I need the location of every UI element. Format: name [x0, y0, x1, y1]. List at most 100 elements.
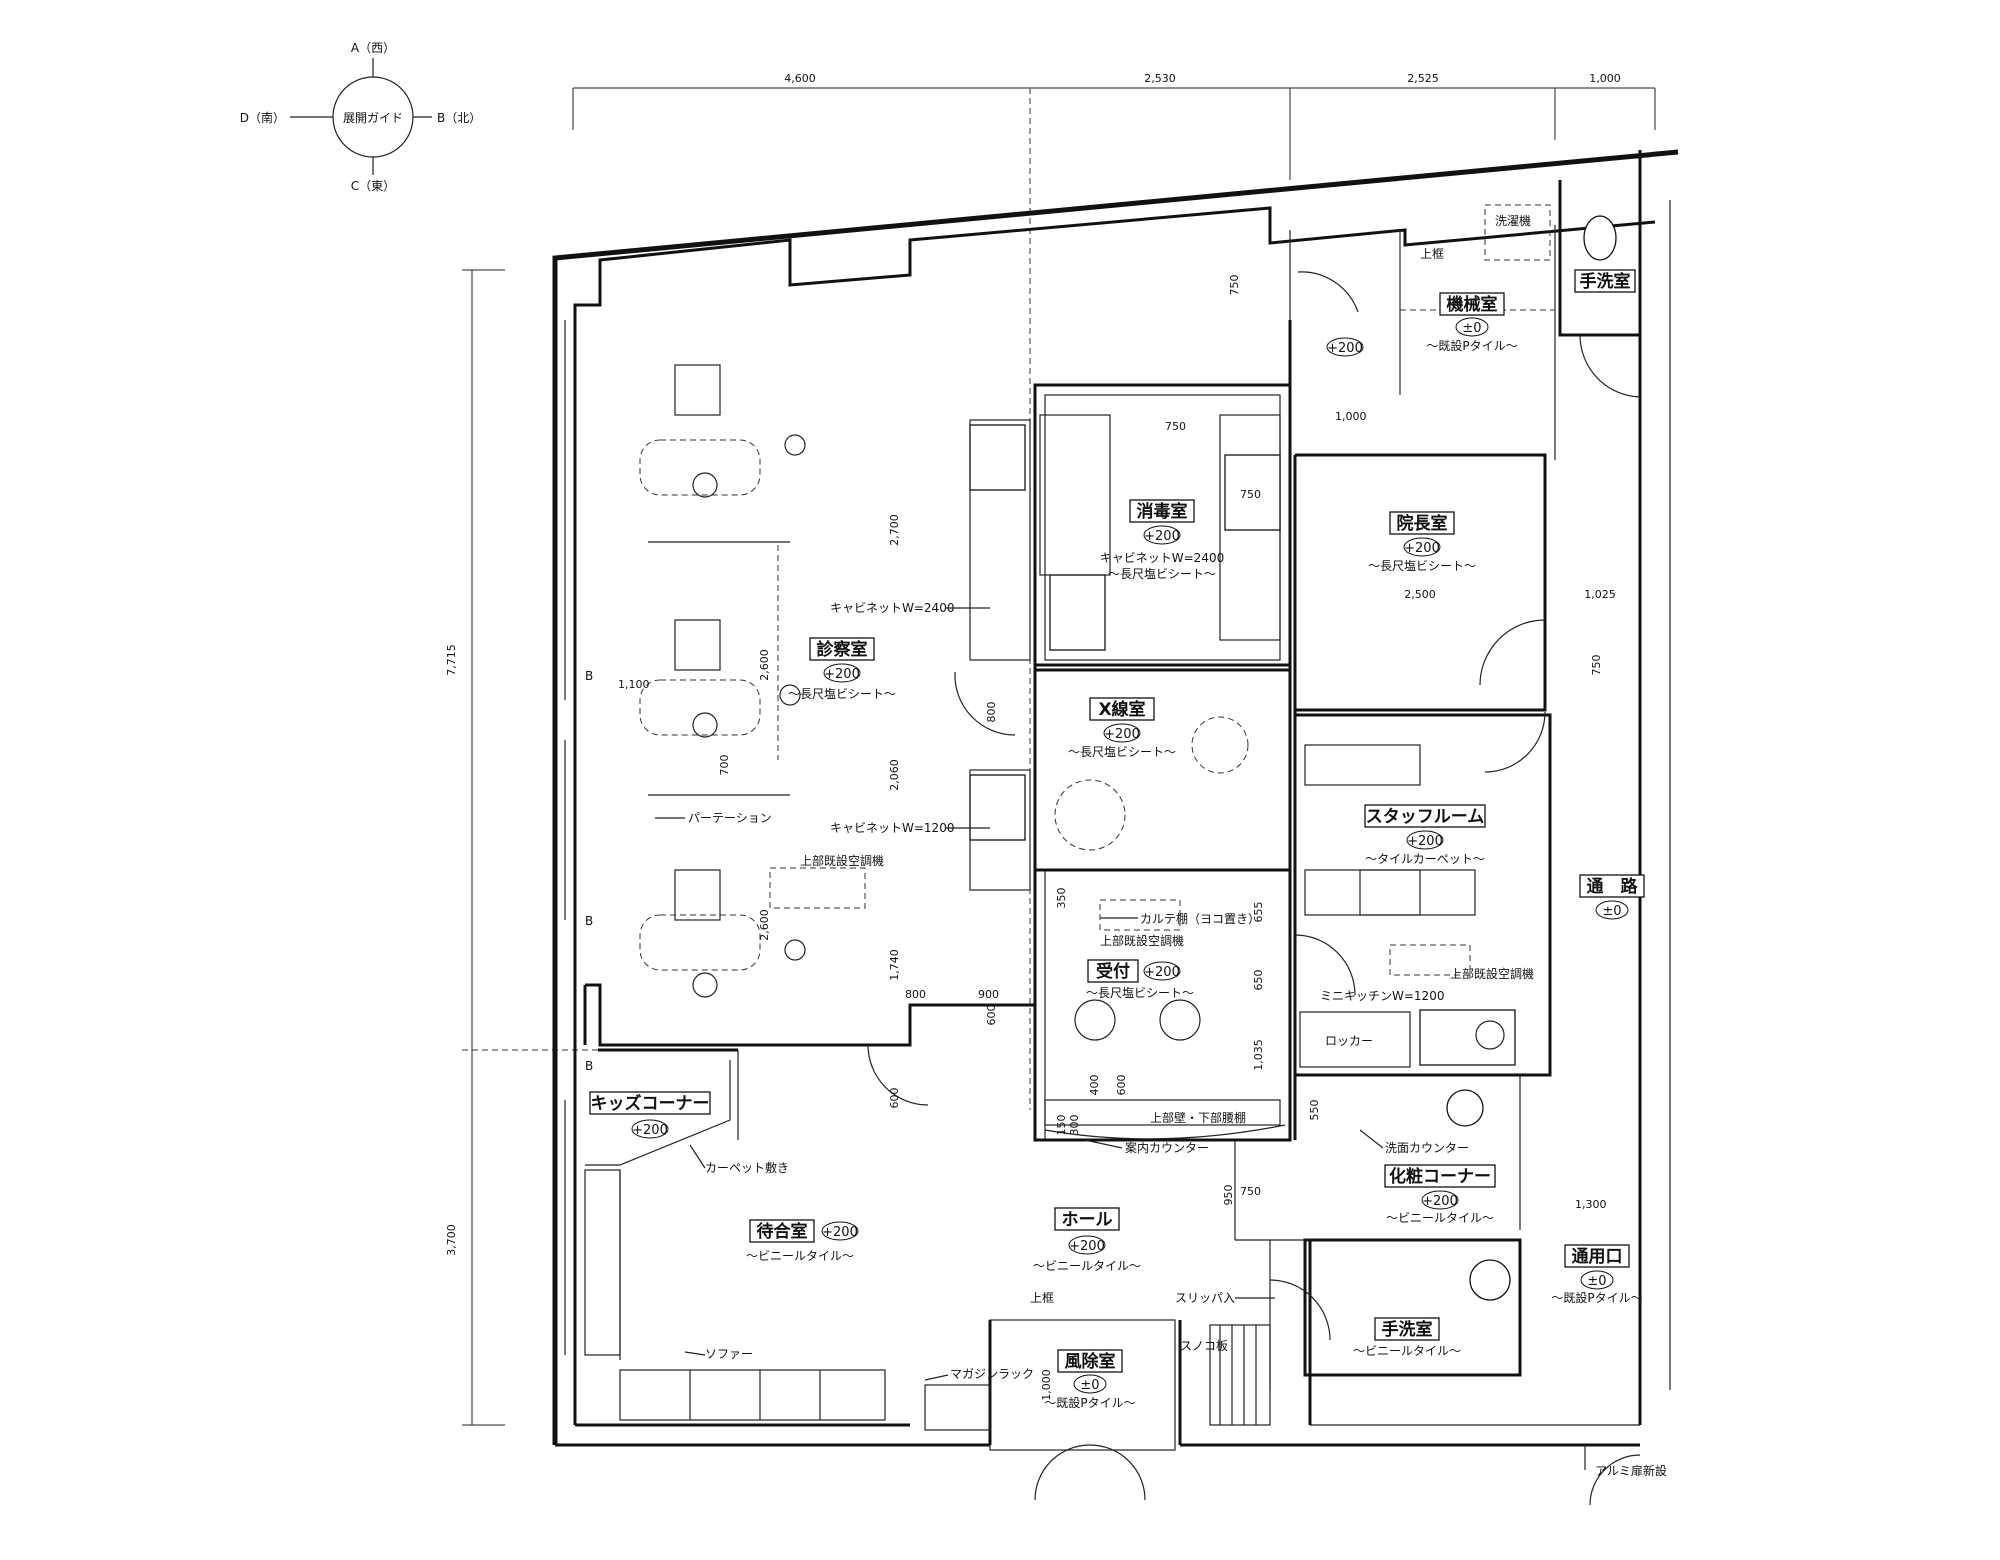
- dim-label: 2,600: [758, 649, 771, 681]
- note-sentakuki: 洗濯機: [1495, 213, 1531, 228]
- note-cabinet-2400: キャビネットW=2400: [830, 601, 954, 615]
- room-machiai: 待合室 +200 ～ビニールタイル～: [746, 1219, 859, 1263]
- interior-dimensions: 750 750 750 750 750 1,000 2,500 1,025 2,…: [618, 275, 1616, 1401]
- xray-machine-icon: [1054, 779, 1126, 851]
- section-mark-b: B: [585, 669, 593, 683]
- room-labels: 診察室 +200 ～長尺塩ビシート～ 消毒室 +200 キャビネットW=2400…: [589, 269, 1645, 1410]
- note-guide-counter: 案内カウンター: [1125, 1140, 1209, 1155]
- dim-label: 600: [985, 1005, 998, 1026]
- room-kesho: 化粧コーナー +200 ～ビニールタイル～: [1384, 1164, 1496, 1225]
- dim-label: 2,500: [1404, 588, 1436, 601]
- note-alumi: アルミ扉新設: [1595, 1463, 1667, 1478]
- room-shinsatsu: 診察室 +200 ～長尺塩ビシート～: [788, 637, 896, 701]
- basin-icon: [1446, 1089, 1484, 1127]
- room-level: ±0: [1587, 1274, 1606, 1289]
- room-level: +200: [1104, 727, 1140, 742]
- note-sofa: ソファー: [705, 1347, 753, 1361]
- dim-top-3: 2,525: [1407, 72, 1439, 85]
- annotations: キャビネットW=2400 キャビネットW=1200 パーテーション 上部既設空調…: [655, 204, 1667, 1478]
- room-name: 手洗室: [1382, 1319, 1433, 1340]
- room-tsuro: 通 路 ±0: [1579, 874, 1645, 920]
- dim-label: 750: [1228, 275, 1241, 296]
- room-xray: X線室 +200 ～長尺塩ビシート～: [1068, 697, 1176, 759]
- room-finish: ～ビニールタイル～: [1033, 1259, 1141, 1273]
- dim-label: 300: [1068, 1115, 1081, 1136]
- room-level: ±0: [1462, 321, 1481, 336]
- dim-label: 1,035: [1252, 1039, 1265, 1071]
- dim-label: 1,100: [618, 678, 650, 691]
- room-kikai: 機械室 ±0 ～既設Pタイル～: [1426, 292, 1518, 353]
- note-aircon-reception: 上部既設空調機: [1100, 933, 1184, 948]
- room-name: 受付: [1096, 961, 1130, 982]
- toilet-icon: [1469, 1259, 1511, 1301]
- dim-label: 655: [1252, 902, 1265, 923]
- dim-label: 2,060: [888, 759, 901, 791]
- sink-icon: [1224, 454, 1281, 531]
- room-tsuyoguchi: 通用口 ±0 ～既設Pタイル～: [1551, 1244, 1643, 1305]
- note-locker: ロッカー: [1325, 1034, 1373, 1048]
- dim-label: 1,000: [1040, 1369, 1053, 1401]
- compass-guide: 展開ガイド A（西） B（北） C（東） D（南）: [240, 41, 481, 193]
- compass-d-label: D（南）: [240, 110, 285, 125]
- room-level: +200: [1422, 1194, 1458, 1209]
- section-mark-b: B: [585, 914, 593, 928]
- note-aircon-left: 上部既設空調機: [800, 853, 884, 868]
- compass-b-label: B（北）: [437, 111, 481, 125]
- top-dimensions: 4,600 2,530 2,525 1,000: [572, 72, 1656, 1110]
- dim-label: 1,025: [1584, 588, 1616, 601]
- dim-label: 350: [1055, 888, 1068, 909]
- dim-label: 650: [1252, 970, 1265, 991]
- sunoko-board-icon: [1209, 1324, 1271, 1426]
- room-uketsuke: 受付 +200 ～長尺塩ビシート～: [1086, 959, 1194, 1000]
- dim-label: 2,600: [758, 909, 771, 941]
- room-level: +200: [1404, 541, 1440, 556]
- note-wash-counter: 洗面カウンター: [1385, 1141, 1469, 1155]
- room-finish: ～長尺塩ビシート～: [1086, 985, 1194, 1000]
- room-level: +200: [1327, 341, 1363, 356]
- toilet-icon: [1583, 215, 1617, 261]
- dim-label: 750: [1590, 655, 1603, 676]
- room-fujo: 風除室 ±0 ～既設Pタイル～: [1044, 1349, 1136, 1410]
- dim-label: 800: [985, 702, 998, 723]
- note-karte: カルテ棚（ヨコ置き）: [1140, 911, 1260, 926]
- room-hall: ホール +200 ～ビニールタイル～: [1033, 1207, 1141, 1273]
- dim-label: 400: [1088, 1075, 1101, 1096]
- exterior-walls: [552, 149, 1679, 1447]
- room-name: 診察室: [817, 639, 868, 660]
- room-shodoku: 消毒室 +200 キャビネットW=2400 ～長尺塩ビシート～: [1100, 499, 1224, 581]
- room-level: +200: [1069, 1239, 1105, 1254]
- dim-label: 1,000: [1335, 410, 1367, 423]
- compass-center-label: 展開ガイド: [343, 111, 403, 125]
- dim-label: 550: [1308, 1100, 1321, 1121]
- dim-label: 900: [978, 988, 999, 1001]
- dental-chairs: [639, 364, 806, 998]
- room-name: 機械室: [1447, 294, 1498, 315]
- room-finish: ～長尺塩ビシート～: [1108, 566, 1216, 581]
- note-slipper: スリッパ入: [1175, 1291, 1235, 1305]
- dim-label: 950: [1222, 1185, 1235, 1206]
- room-finish: ～ビニールタイル～: [746, 1249, 854, 1263]
- dim-label: 600: [888, 1088, 901, 1109]
- room-finish: ～既設Pタイル～: [1551, 1290, 1642, 1305]
- dim-top-2: 2,530: [1144, 72, 1176, 85]
- note-sunoko: スノコ板: [1180, 1339, 1228, 1353]
- dim-label: 1,300: [1575, 1198, 1607, 1211]
- note-wall-shelf: 上部壁・下部腰棚: [1150, 1110, 1246, 1125]
- room-name: ホール: [1062, 1210, 1113, 1230]
- dim-label: 750: [1240, 488, 1261, 501]
- room-incho: 院長室 +200 ～長尺塩ビシート～: [1368, 511, 1476, 573]
- room-level: +200: [1144, 529, 1180, 544]
- fixtures: [584, 215, 1617, 1426]
- room-level: ±0: [1602, 904, 1621, 919]
- note-cabinet-1200: キャビネットW=1200: [830, 821, 954, 835]
- room-finish: ～長尺塩ビシート～: [1068, 744, 1176, 759]
- note-joukamachi-kikai: 上框: [1420, 247, 1444, 261]
- note-aircon-staff: 上部既設空調機: [1450, 966, 1534, 981]
- doors: [867, 271, 1641, 1506]
- room-name: 手洗室: [1580, 271, 1631, 292]
- room-finish: ～既設Pタイル～: [1044, 1395, 1135, 1410]
- sofa-icon: [619, 1369, 886, 1421]
- dim-label: 800: [905, 988, 926, 1001]
- dim-top-1: 4,600: [784, 72, 816, 85]
